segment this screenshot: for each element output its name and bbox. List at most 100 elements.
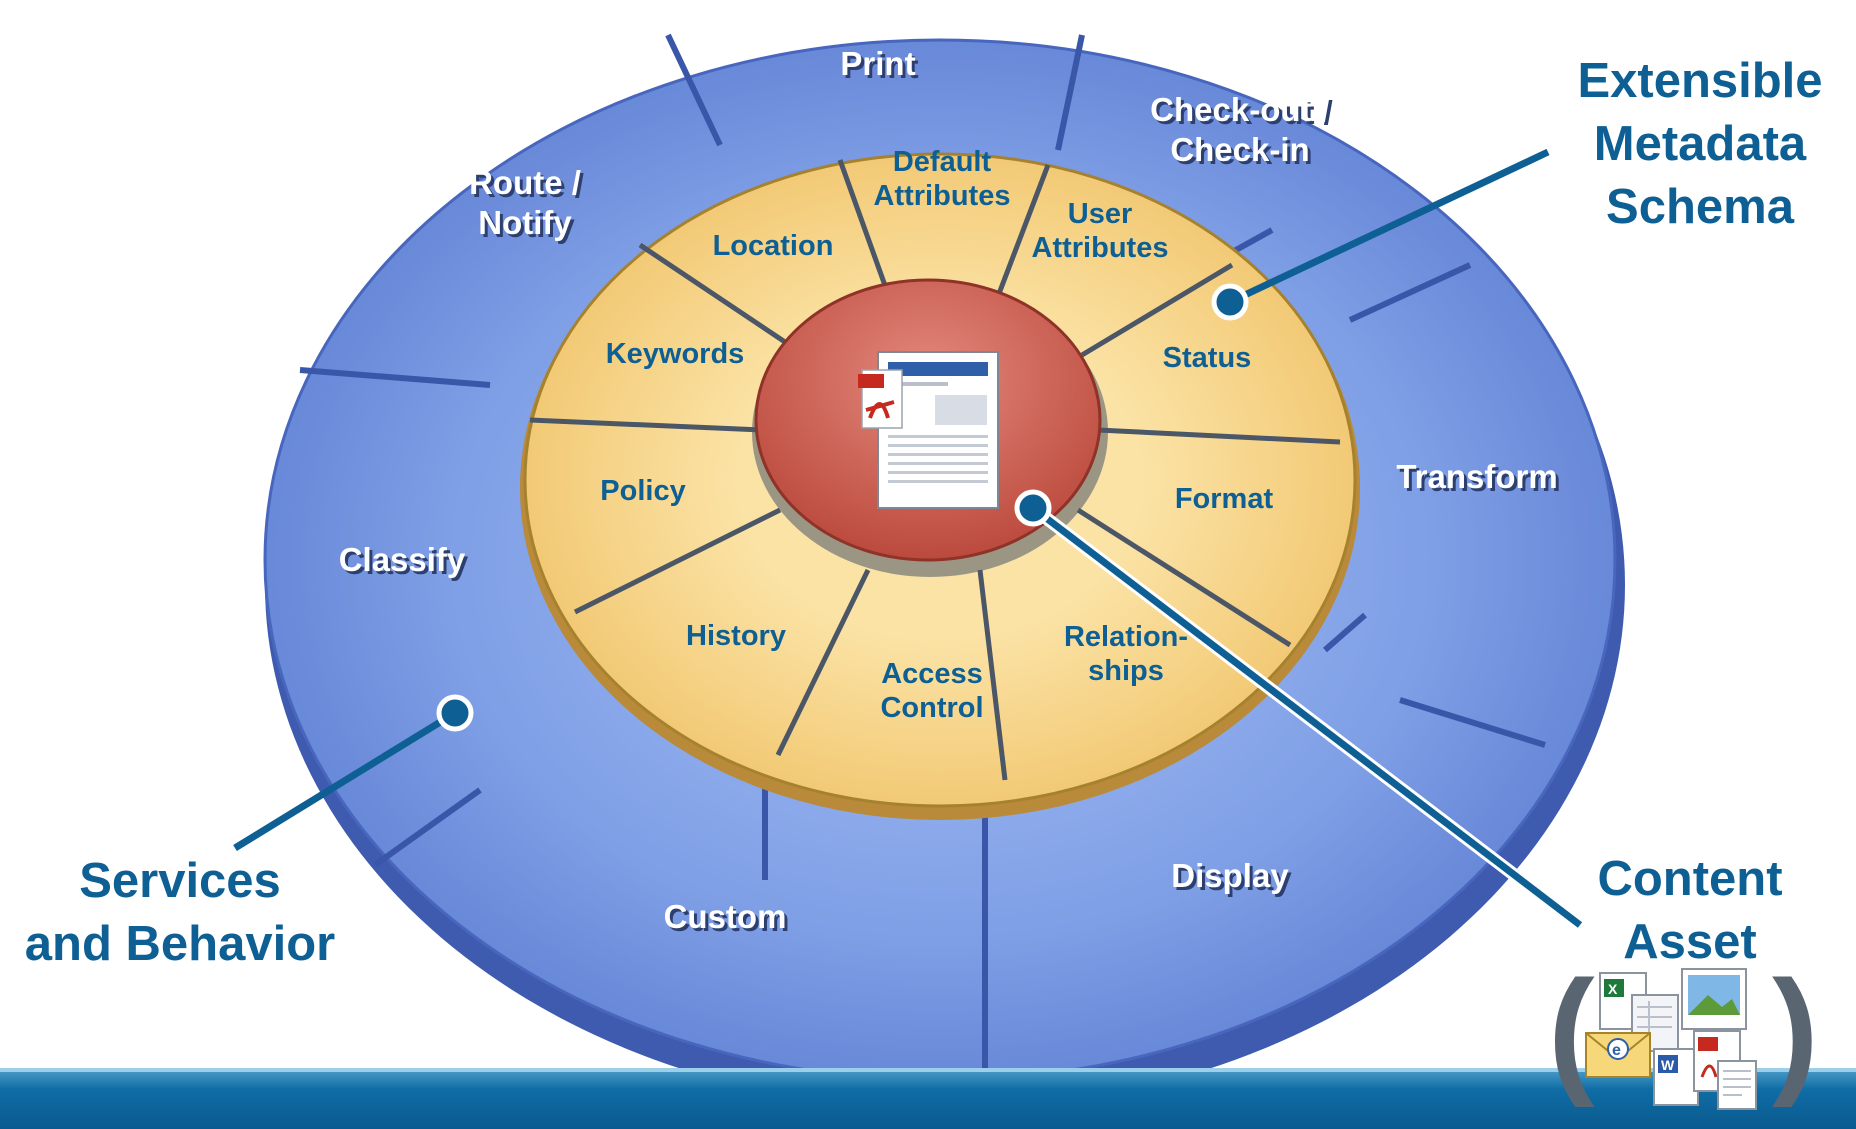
inner-label-format: Format: [1175, 483, 1274, 515]
inner-label-policy: Policy: [600, 475, 685, 507]
content-asset-file-icons: X e W: [1585, 968, 1757, 1110]
label-line: Location: [713, 230, 834, 262]
label-line: Relation-: [1064, 621, 1188, 653]
outer-label-shadow: Custom: [667, 901, 790, 938]
label-line: Custom: [664, 898, 787, 935]
inner-ring-divider: [638, 242, 802, 355]
label-line: Print: [840, 45, 915, 82]
outer-label-classify: Classify: [339, 541, 466, 578]
label-line: Transform: [1396, 458, 1557, 495]
inner-label-location: Location: [713, 230, 834, 262]
close-paren-icon: ): [1772, 951, 1819, 1108]
outer-ring-divider: [665, 33, 723, 147]
label-line: Route /: [472, 167, 584, 204]
inner-ring-divider: [1076, 507, 1292, 648]
inner-ring-divider: [529, 417, 763, 433]
label-line: Display: [1171, 857, 1289, 894]
outer-ring-divider: [1323, 612, 1367, 653]
inner-ring-divider: [837, 159, 895, 306]
label-line: Attributes: [1032, 232, 1169, 264]
callout-line: and Behavior: [24, 917, 336, 971]
callout-extensible-metadata-schema: Extensible Metadata Schema: [1550, 50, 1850, 239]
outer-ring-divider: [1348, 262, 1472, 323]
label-line: Check-in: [1173, 134, 1312, 171]
label-line: Access: [881, 658, 983, 690]
outer-label-shadow: Check-out /Check-in: [1153, 94, 1333, 171]
svg-text:e: e: [1612, 1042, 1621, 1059]
footer-highlight: [0, 1068, 1856, 1072]
inner-ring-divider: [1080, 262, 1234, 358]
label-line: ships: [1088, 655, 1164, 687]
label-line: Display: [1174, 860, 1292, 897]
inner-ring-divider: [1097, 427, 1341, 445]
services-connector: [233, 694, 474, 851]
inner-label-keywords: Keywords: [606, 338, 745, 370]
outer-ring-divider: [373, 787, 482, 868]
label-line: Check-out /: [1153, 94, 1333, 131]
open-paren-icon: (: [1548, 951, 1595, 1108]
label-line: Keywords: [606, 338, 745, 370]
label-line: User: [1068, 198, 1133, 230]
outer-label-check-out-check-in: Check-out /Check-in: [1150, 91, 1330, 168]
label-line: Transform: [1399, 461, 1560, 498]
callout-line: Metadata: [1593, 117, 1807, 171]
outer-label-shadow: Route /Notify: [472, 167, 584, 244]
outer-label-print: Print: [840, 45, 915, 82]
outer-label-shadow: Classify: [342, 544, 469, 581]
callout-line: Extensible: [1577, 54, 1823, 108]
inner-ring-divider: [977, 569, 1008, 781]
label-line: Attributes: [874, 180, 1011, 212]
outer-label-transform: Transform: [1396, 458, 1557, 495]
outer-label-route-notify: Route /Notify: [469, 164, 581, 241]
callout-content-asset: Content Asset: [1560, 848, 1820, 974]
label-line: Control: [880, 692, 983, 724]
callout-line: Asset: [1623, 915, 1757, 969]
outer-label-shadow: Print: [843, 48, 918, 85]
outer-label-display: Display: [1171, 857, 1289, 894]
inner-ring-divider: [573, 507, 782, 615]
label-line: Check-out /: [1150, 91, 1330, 128]
email-icon: e: [1585, 1032, 1651, 1078]
inner-label-status: Status: [1163, 342, 1252, 374]
callout-line: Schema: [1606, 180, 1794, 234]
label-line: Print: [843, 48, 918, 85]
image-icon: [1681, 968, 1747, 1030]
outer-label-custom: Custom: [664, 898, 787, 935]
outer-ring-divider: [299, 367, 491, 388]
label-line: Policy: [600, 475, 685, 507]
word-icon: W: [1653, 1048, 1699, 1106]
callout-line: Services: [79, 854, 281, 908]
outer-ring-divider: [1055, 34, 1085, 151]
label-line: Check-in: [1170, 131, 1309, 168]
asset-connector: [1014, 489, 1584, 931]
pdf-document-icon: [858, 351, 999, 509]
svg-text:X: X: [1608, 981, 1618, 997]
label-line: Notify: [481, 207, 575, 244]
inner-ring-divider: [989, 164, 1051, 313]
svg-text:W: W: [1661, 1057, 1675, 1073]
document-icon: [1717, 1060, 1757, 1110]
label-line: Notify: [478, 204, 572, 241]
label-line: History: [686, 620, 786, 652]
schema-connector: [1211, 148, 1550, 321]
outer-label-shadow: Transform: [1399, 461, 1560, 498]
outer-label-shadow: Display: [1174, 860, 1292, 897]
inner-label-history: History: [686, 620, 786, 652]
label-line: Status: [1163, 342, 1252, 374]
outer-ring-divider: [1399, 697, 1546, 748]
callout-services-and-behavior: Services and Behavior: [0, 850, 360, 976]
callout-line: Content: [1597, 852, 1783, 906]
label-line: Classify: [342, 544, 469, 581]
label-line: Format: [1175, 483, 1274, 515]
label-line: Default: [893, 146, 992, 178]
inner-ring-dividers: [529, 159, 1341, 781]
inner-ring-divider: [775, 568, 871, 757]
inner-label-relation-ships: Relation-ships: [1064, 621, 1188, 687]
